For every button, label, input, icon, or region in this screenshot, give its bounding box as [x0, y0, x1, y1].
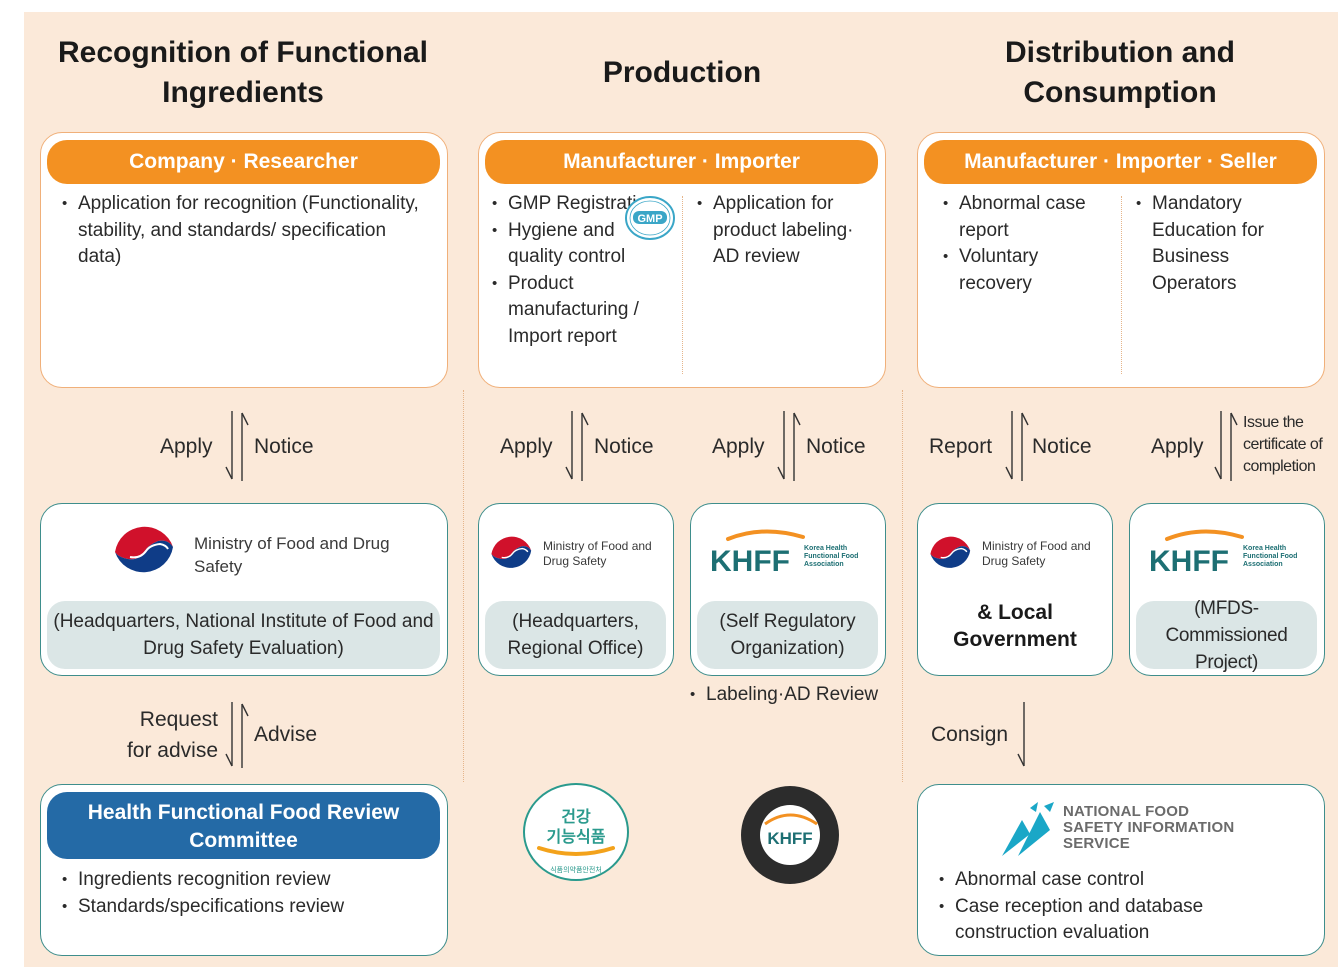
khff-note: Labeling·AD Review [690, 682, 890, 709]
khff-text-3: KHFF [1149, 545, 1229, 577]
notice-label-2a: Notice [594, 435, 654, 458]
title-distribution: Distribution and Consumption [1005, 36, 1235, 109]
manufacturer-left-bullets: GMP Registration Hygiene and quality con… [492, 191, 662, 350]
health-functional-food-mark-icon: 건강 기능식품 식품의약품안전처 [523, 783, 629, 881]
bullet-standards-review: Standards/specifications review [62, 894, 432, 921]
bullet-ingredients-review: Ingredients recognition review [62, 867, 432, 894]
report-label: Report [929, 435, 993, 458]
separator-2 [902, 390, 903, 782]
manufacturer-pill: Manufacturer · Importer [485, 140, 878, 184]
mark1-bottom-text: 기능식품 [547, 827, 606, 846]
nfsis-bullets: Abnormal case control Case reception and… [939, 867, 1309, 947]
mfds-name-3: Ministry of Food and Drug Safety [982, 539, 1091, 568]
mfds-emblem-icon-2 [491, 536, 532, 568]
mfds-emblem-icon [114, 521, 176, 583]
notice-label-3: Notice [1032, 435, 1092, 458]
apply-notice-arrow-1 [225, 411, 249, 481]
apply-label-1: Apply [160, 435, 213, 458]
khff-full-2: Korea Health Functional Food Association [804, 545, 859, 568]
apply-notice-arrow-2b [777, 411, 801, 481]
khff-review-seal-icon: KHFF ​ [741, 786, 839, 884]
separator-1 [463, 390, 464, 782]
bullet-hygiene: Hygiene and quality control [492, 218, 662, 271]
title-production: Production [602, 56, 762, 89]
khff-logo-icon-3: KHFF [1149, 529, 1244, 577]
bullet-labeling-review: Labeling·AD Review [690, 682, 890, 709]
company-pill: Company · Researcher [47, 140, 440, 184]
committee-bullets: Ingredients recognition review Standards… [62, 867, 432, 920]
khff-text-2: KHFF [710, 545, 790, 577]
apply-issue-arrow [1214, 411, 1238, 481]
seller-divider [1121, 196, 1122, 374]
request-label: Request for advise [126, 708, 218, 762]
gmp-badge-icon: GMP [625, 196, 675, 240]
bullet-mandatory-education: Mandatory Education for Business Operato… [1136, 191, 1306, 297]
seller-right-bullets: Mandatory Education for Business Operato… [1136, 191, 1306, 297]
nfsis-logo-icon [1002, 802, 1054, 856]
request-advise-arrow [225, 702, 249, 768]
apply-label-3: Apply [1151, 435, 1204, 458]
khff-sub-2: (Self Regulatory Organization) [697, 601, 878, 669]
mfds-card-3 [917, 503, 1113, 676]
mfds-name-2: Ministry of Food and Drug Safety [543, 539, 652, 568]
mark1-top-text: 건강 [561, 807, 591, 826]
report-notice-arrow [1005, 411, 1029, 481]
bullet-case-reception: Case reception and database construction… [939, 894, 1309, 947]
mfds-sub-2: (Headquarters, Regional Office) [485, 601, 666, 669]
manufacturer-right-bullets: Application for product labeling· AD rev… [697, 191, 867, 271]
seller-pill: Manufacturer · Importer · Seller [924, 140, 1317, 184]
committee-pill: Health Functional Food Review Committee [47, 792, 440, 859]
bullet-manufacturing: Product manufacturing / Import report [492, 271, 662, 351]
mfds-emblem-icon-3 [930, 536, 971, 568]
company-bullets: Application for recognition (Functionali… [62, 191, 432, 271]
issue-certificate-label: Issue the certificate of completion [1243, 414, 1323, 475]
bullet-voluntary-recovery: Voluntary recovery [943, 244, 1113, 297]
apply-notice-arrow-2a [565, 411, 589, 481]
title-recognition: Recognition of Functional Ingredients [58, 36, 428, 109]
nfsis-name: NATIONAL FOOD SAFETY INFORMATION SERVICE [1063, 803, 1235, 852]
notice-label-1: Notice [254, 435, 314, 458]
khff-logo-icon-2: KHFF [710, 529, 805, 577]
bullet-application: Application for recognition (Functionali… [62, 191, 432, 271]
local-government-label: & Local Government [953, 601, 1077, 651]
advise-label: Advise [254, 723, 318, 746]
gmp-text: GMP [637, 213, 662, 225]
mfds-sub-1: (Headquarters, National Institute of Foo… [47, 601, 440, 669]
mark2-center-text: KHFF [767, 829, 812, 848]
bullet-labeling-application: Application for product labeling· AD rev… [697, 191, 867, 271]
mark1-caption: 식품의약품안전처 [550, 865, 602, 874]
khff-sub-3: (MFDS-Commissioned Project) [1136, 598, 1317, 673]
bullet-abnormal-control: Abnormal case control [939, 867, 1309, 894]
bullet-gmp: GMP Registration [492, 191, 662, 218]
consign-label: Consign [931, 723, 1009, 746]
manufacturer-divider [682, 196, 683, 374]
notice-label-2b: Notice [806, 435, 866, 458]
seller-left-bullets: Abnormal case report Voluntary recovery [943, 191, 1113, 297]
apply-label-2a: Apply [500, 435, 553, 458]
khff-full-3: Korea Health Functional Food Association [1243, 545, 1298, 568]
mfds-name-1: Ministry of Food and Drug Safety [194, 534, 390, 576]
consign-arrow [1017, 702, 1025, 767]
bullet-abnormal-report: Abnormal case report [943, 191, 1113, 244]
apply-label-2b: Apply [712, 435, 765, 458]
